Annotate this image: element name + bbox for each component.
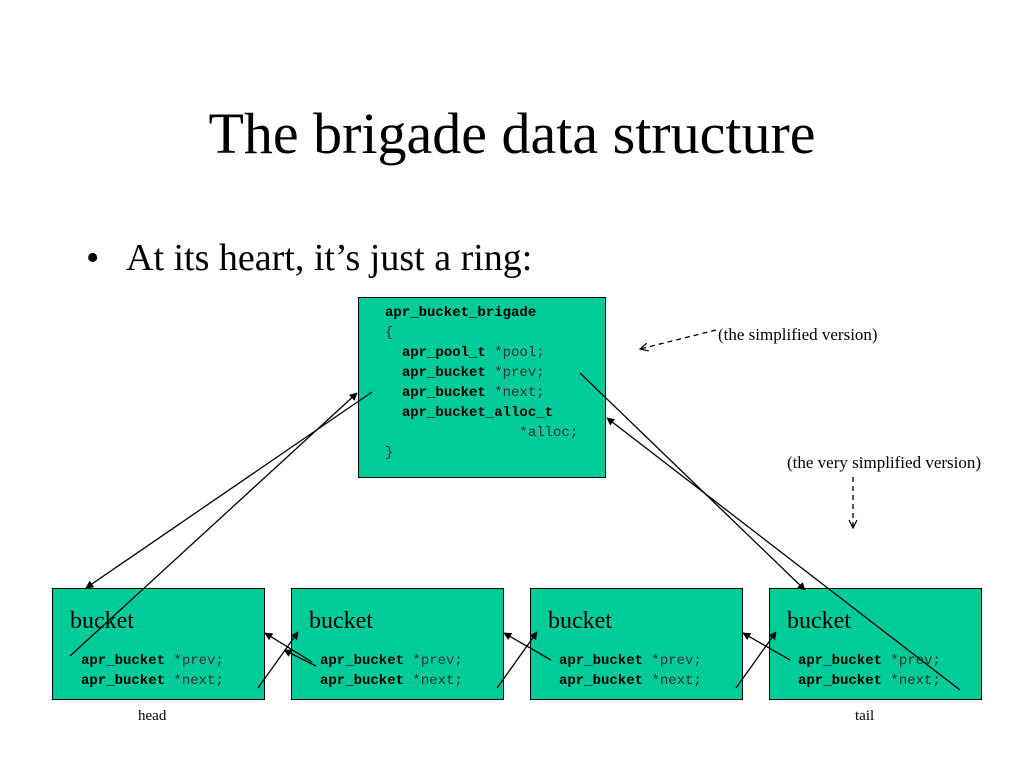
arrow-bucket2-prev-to-bucket1: [264, 632, 313, 663]
bucket-field-type: apr_bucket: [81, 653, 166, 669]
bucket-field-type: apr_bucket: [81, 673, 166, 689]
bucket-field-name: *prev;: [165, 653, 224, 669]
brigade-field-type: apr_bucket: [401, 365, 486, 381]
bullet-text: At its heart, it’s just a ring:: [126, 237, 533, 279]
bucket-field-type: apr_bucket: [798, 653, 883, 669]
bucket-fields: apr_bucket *prev; apr_bucket *next;: [81, 651, 224, 691]
brigade-field-type: apr_pool_t: [401, 345, 486, 361]
bucket-box: bucket apr_bucket *prev; apr_bucket *nex…: [530, 588, 743, 700]
brigade-field-type: apr_bucket_alloc_t: [401, 405, 554, 421]
arrow-head-next-to-brigade: [69, 392, 358, 657]
brigade-struct-box: apr_bucket_brigade { apr_pool_t *pool; a…: [358, 297, 606, 478]
simplified-version-note: (the simplified version): [718, 325, 878, 344]
arrow-bucket2-next-to-bucket3: [496, 631, 538, 689]
bucket-box-head: bucket apr_bucket *prev; apr_bucket *nex…: [52, 588, 265, 700]
arrow-bucket1-next-to-bucket2: [257, 631, 299, 689]
arrow-bucket2-inner: [283, 649, 317, 667]
arrow-bucket4-prev-to-bucket3: [742, 632, 791, 661]
bucket-field-name: *prev;: [404, 653, 463, 669]
bullet-item: • At its heart, it’s just a ring:: [86, 234, 532, 282]
bucket-box-tail: bucket apr_bucket *prev; apr_bucket *nex…: [769, 588, 982, 700]
bucket-field-name: *next;: [165, 673, 224, 689]
bullet-point: •: [86, 237, 100, 279]
arrow-bucket3-next-to-bucket4: [735, 631, 777, 689]
very-simplified-version-note: (the very simplified version): [787, 453, 982, 472]
bucket-field-type: apr_bucket: [798, 673, 883, 689]
bucket-label: bucket: [548, 608, 612, 634]
bucket-field-name: *next;: [643, 673, 702, 689]
bucket-field-type: apr_bucket: [320, 653, 405, 669]
bucket-field-type: apr_bucket: [559, 673, 644, 689]
arrow-brigade-prev-to-tail: [579, 372, 806, 591]
arrow-tail-next-to-brigade: [606, 417, 961, 691]
slide-title: The brigade data structure: [208, 101, 816, 166]
bucket-box: bucket apr_bucket *prev; apr_bucket *nex…: [291, 588, 504, 700]
brigade-open-brace: {: [385, 325, 394, 341]
brigade-field-name: *prev;: [485, 365, 545, 381]
arrow-brigade-next-to-head: [85, 391, 373, 589]
bucket-fields: apr_bucket *prev; apr_bucket *next;: [559, 651, 702, 691]
bucket-field-name: *next;: [882, 673, 941, 689]
bucket-fields: apr_bucket *prev; apr_bucket *next;: [320, 651, 463, 691]
brigade-field-name: *alloc;: [519, 425, 579, 441]
brigade-field-name: *pool;: [485, 345, 545, 361]
bucket-field-type: apr_bucket: [320, 673, 405, 689]
simplified-callout-arrow: [640, 329, 717, 349]
bucket-label: bucket: [787, 608, 851, 634]
bucket-field-name: *prev;: [643, 653, 702, 669]
bucket-label: bucket: [70, 608, 134, 634]
brigade-struct-name: apr_bucket_brigade: [385, 305, 537, 321]
head-caption: head: [138, 708, 167, 724]
brigade-field-type: apr_bucket: [401, 385, 486, 401]
bucket-label: bucket: [309, 608, 373, 634]
tail-caption: tail: [855, 708, 875, 724]
arrow-bucket3-prev-to-bucket2: [503, 632, 552, 661]
brigade-field-name: *next;: [485, 385, 545, 401]
bucket-fields: apr_bucket *prev; apr_bucket *next;: [798, 651, 941, 691]
bucket-field-name: *next;: [404, 673, 463, 689]
bucket-field-type: apr_bucket: [559, 653, 644, 669]
brigade-close-brace: }: [385, 445, 394, 461]
